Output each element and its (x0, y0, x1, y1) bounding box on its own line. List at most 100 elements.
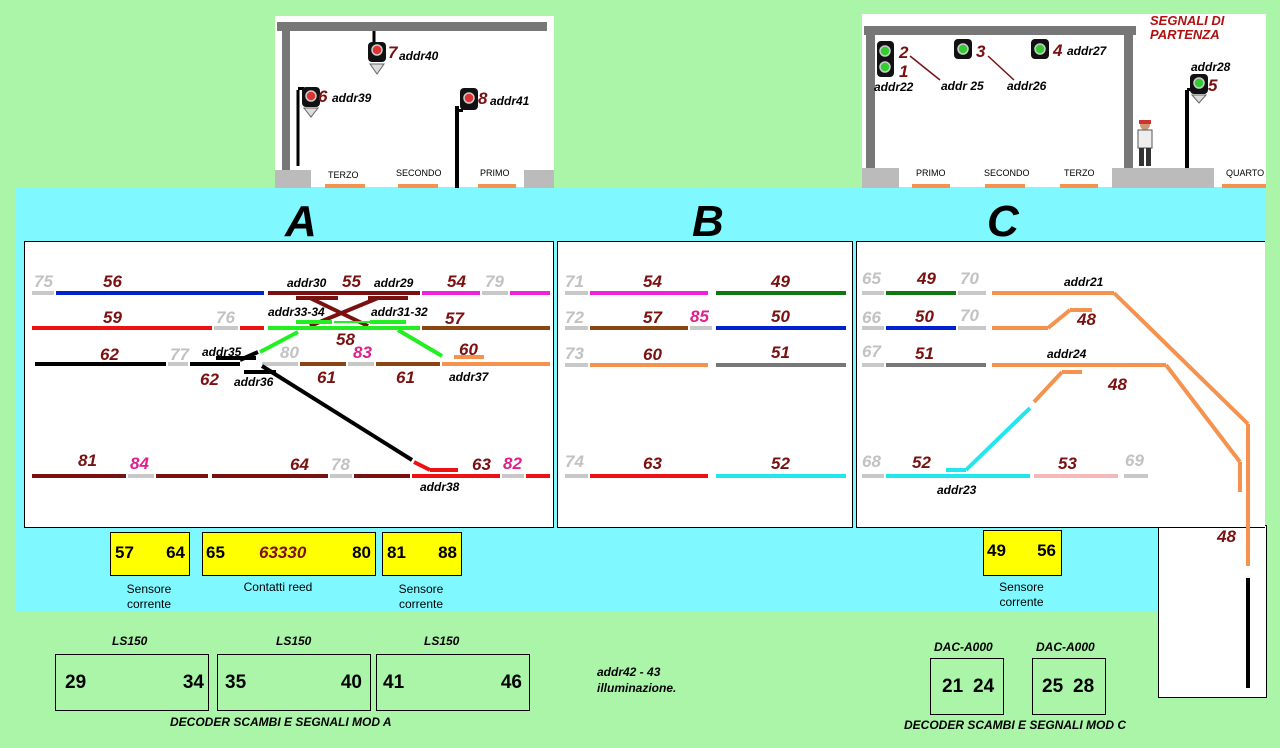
sensor-to: 88 (438, 543, 457, 562)
signal-7-number: 7 (388, 43, 398, 62)
section-c-label: C (987, 197, 1019, 246)
decoder-name: LS150 (276, 634, 312, 648)
right-station-drawing (862, 26, 1266, 188)
track-label: 63 (472, 455, 491, 474)
track-label: 62 (100, 345, 119, 364)
decoder-mod-c-caption: DECODER SCAMBI E SEGNALI MOD C (904, 718, 1127, 732)
track-label: 76 (216, 308, 235, 327)
lighting-note-line2: illuminazione. (597, 681, 677, 695)
platform-block (275, 170, 311, 188)
track-label: 57 (643, 308, 662, 327)
track-label: 50 (771, 307, 790, 326)
track-label: 68 (862, 452, 881, 471)
decoder-name: LS150 (424, 634, 460, 648)
decoder-from: 21 (942, 676, 964, 697)
platform-secondo-label: SECONDO (396, 168, 442, 178)
signal-8-address: addr41 (490, 94, 530, 108)
track-label: 83 (353, 343, 372, 362)
signal-gantry-post (282, 31, 290, 172)
track-label: 54 (643, 272, 662, 291)
decoder-from: 35 (225, 672, 247, 693)
track-label: 55 (342, 272, 361, 291)
turnout-address: addr30 (287, 276, 327, 290)
sensor-from: 49 (987, 541, 1006, 560)
turnout-address: addr23 (937, 483, 977, 497)
decoder-to: 34 (182, 672, 204, 693)
decoder-name: DAC-A000 (1036, 640, 1095, 654)
track-label: 50 (915, 307, 934, 326)
sensor-caption-line1: Sensore (999, 580, 1044, 594)
turnout-address: addr35 (202, 345, 242, 359)
signal-6-number: 6 (318, 87, 328, 106)
right-station-title: SEGNALI DI PARTENZA (1150, 13, 1225, 42)
track-label: 58 (336, 330, 355, 349)
platform-terzo-label: TERZO (1064, 168, 1095, 178)
track-label: 59 (103, 308, 122, 327)
decoder-to: 46 (500, 672, 522, 693)
reed-from: 65 (206, 543, 225, 562)
signal-6-address: addr39 (332, 91, 372, 105)
signal-2-number: 2 (899, 43, 909, 62)
track-label: 79 (485, 272, 504, 291)
platform-terzo-label: TERZO (328, 170, 359, 180)
track-label: 80 (280, 343, 299, 362)
left-station-panel (275, 16, 554, 188)
reed-caption: Contatti reed (243, 580, 313, 594)
decoder-from: 29 (65, 672, 87, 693)
sensor-from: 81 (387, 543, 406, 562)
reed-to: 80 (352, 543, 371, 562)
sensor-caption-line2: corrente (126, 597, 172, 611)
track-label: 65 (862, 269, 881, 288)
platform-quarto-label: QUARTO (1226, 168, 1265, 178)
decoder-to: 40 (340, 672, 362, 693)
sensor-to: 56 (1037, 541, 1056, 560)
track-label: 64 (290, 455, 309, 474)
track-label: 75 (34, 272, 53, 291)
signal-4-number: 4 (1053, 41, 1063, 60)
signal-3-address: addr 25 (941, 79, 984, 93)
platform-block (524, 170, 554, 188)
signal-7-address: addr40 (399, 49, 439, 63)
section-a-label: A (285, 197, 317, 246)
turnout-address: addr31-32 (371, 305, 428, 319)
section-b-tracks (565, 291, 846, 478)
track-label: 48 (1108, 375, 1127, 394)
track-label: 69 (1125, 451, 1144, 470)
track-label: 61 (317, 368, 336, 387)
signal-gantry-beam (277, 22, 547, 31)
reed-code: 63330 (259, 543, 307, 562)
track-label: 74 (565, 452, 584, 471)
sensor-caption-line1: Sensore (398, 582, 444, 596)
section-b-box (557, 241, 853, 528)
left-station-drawing (275, 22, 554, 188)
track-label: 49 (771, 272, 790, 291)
signal-3b-address: addr26 (1007, 79, 1047, 93)
signal-5-address: addr28 (1191, 60, 1231, 74)
sensor-caption-line2: corrente (999, 595, 1044, 609)
track-label: 70 (960, 306, 979, 325)
track-label: 61 (396, 368, 415, 387)
turnout-address: addr38 (420, 480, 460, 494)
track-label: 81 (78, 451, 97, 470)
sensor-box-57-64: 57 64 (110, 532, 190, 576)
sensor-caption: Sensore corrente (983, 580, 1060, 610)
signal-1-number: 1 (899, 62, 909, 81)
sensor-caption: Sensore corrente (110, 582, 188, 612)
platform-primo-label: PRIMO (916, 168, 946, 178)
track-label: 60 (459, 340, 478, 359)
track-label: 52 (912, 453, 931, 472)
signal-gantry-beam (864, 26, 1136, 35)
track-label: 62 (200, 370, 219, 389)
decoder-to: 24 (973, 676, 995, 697)
decoder-name: DAC-A000 (934, 640, 993, 654)
turnout-address: addr29 (374, 276, 414, 290)
track-label: 70 (960, 269, 979, 288)
sensor-caption-line1: Sensore (126, 582, 172, 596)
decoder-box-29-34: 29 34 (55, 654, 209, 711)
turnout-address: addr24 (1047, 347, 1087, 361)
track-label: 53 (1058, 454, 1077, 473)
track-label: 66 (862, 308, 881, 327)
decoder-box-21-24: 21 24 (930, 658, 1004, 715)
turnout-address: addr37 (449, 370, 489, 384)
